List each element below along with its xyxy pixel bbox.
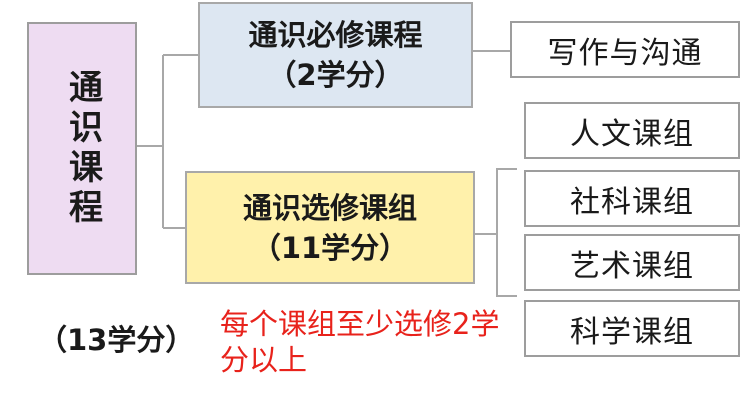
elective-bracket <box>475 168 517 297</box>
root-node-general-education: 通识课程 <box>27 22 137 275</box>
elective-groups-node: 通识选修课组 （11学分） <box>185 171 475 284</box>
leaf-writing-communication: 写作与沟通 <box>510 21 740 78</box>
root-node-label: 通识课程 <box>62 68 103 229</box>
total-credits-label: （13学分） <box>38 323 195 357</box>
root-bracket <box>137 54 198 229</box>
required-courses-title: 通识必修课程 <box>248 18 423 52</box>
leaf-social-sciences-group: 社科课组 <box>524 170 740 227</box>
leaf-humanities-group: 人文课组 <box>524 102 740 159</box>
elective-groups-title: 通识选修课组 <box>242 190 417 225</box>
required-courses-node: 通识必修课程 （2学分） <box>198 2 473 108</box>
elective-requirement-note: 每个课组至少选修2学分以上 <box>220 307 500 377</box>
required-courses-credits: （2学分） <box>267 58 404 92</box>
leaf-art-group: 艺术课组 <box>524 234 740 291</box>
elective-groups-credits: （11学分） <box>251 230 409 265</box>
leaf-science-group: 科学课组 <box>524 300 740 357</box>
